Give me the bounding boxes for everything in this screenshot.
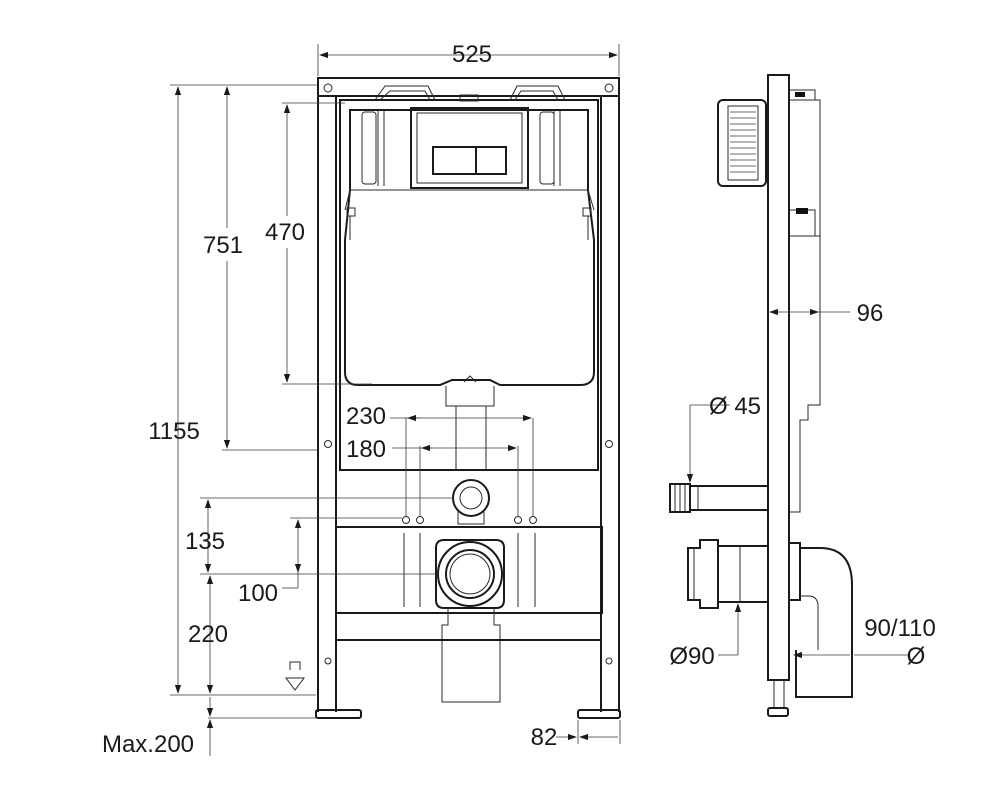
side-bend-inner	[800, 595, 819, 650]
side-inlet-connector	[669, 483, 691, 513]
cistern-outlet	[445, 386, 495, 407]
side-cistern	[789, 89, 821, 513]
mount-hole-icon	[324, 440, 332, 448]
cistern-line	[344, 189, 595, 211]
mount-hole-icon	[605, 440, 613, 448]
dim-flush-height-label: 751	[203, 232, 243, 259]
floor-level-icon	[289, 661, 301, 670]
left-foot	[315, 709, 362, 719]
side-frame-column	[767, 74, 790, 681]
side-foot	[767, 707, 789, 717]
side-flush-ribs	[730, 111, 756, 173]
dim-cistern-height: 470	[265, 219, 305, 246]
top-bracket	[509, 85, 566, 101]
flush-plate-frame	[410, 107, 529, 189]
dim-total-height: 1155	[148, 418, 200, 445]
dim-outlet-height: 220	[188, 621, 228, 648]
bolt-hole-icon	[529, 516, 537, 524]
dim-inlet-diameter: Ø 45	[709, 393, 761, 420]
cistern-body	[344, 109, 595, 386]
dim-inlet-height: 135	[185, 528, 225, 555]
top-bracket	[374, 85, 436, 101]
cistern-slot	[361, 111, 377, 185]
right-leg	[600, 640, 620, 712]
bolt-hole-icon	[514, 516, 522, 524]
side-bend-pipe	[795, 547, 853, 698]
cistern-hook	[346, 207, 356, 217]
drain-outlet-icon	[437, 541, 503, 607]
dim-outlet-offset: 100	[238, 580, 278, 607]
cistern-rib	[553, 110, 561, 186]
top-bracket	[379, 90, 431, 101]
side-bend-flange	[789, 542, 801, 601]
leg-hole-icon	[605, 657, 613, 665]
cistern-slot	[539, 111, 555, 185]
cistern-panel	[339, 99, 599, 471]
cistern-rib	[377, 110, 385, 186]
drain-outlet-icon	[449, 553, 491, 595]
side-flush-plate-inner	[727, 105, 759, 181]
cistern-line	[349, 216, 589, 240]
side-drain-pipe	[717, 545, 769, 603]
water-inlet-stem	[457, 511, 485, 525]
drain-pipe	[441, 608, 501, 703]
side-inlet-pipe	[689, 485, 769, 511]
side-flush-plate	[717, 99, 767, 187]
dim-frame-depth: 96	[857, 300, 884, 327]
side-cistern-clip	[795, 92, 805, 97]
side-view	[669, 74, 853, 717]
drain-housing	[435, 539, 505, 609]
dim-drain-diameter: Ø90	[669, 643, 714, 670]
front-view	[285, 77, 621, 719]
bolt-hole-icon	[402, 516, 410, 524]
dim-bend-size: 90/110	[864, 615, 936, 642]
side-dimensions: 96 Ø 45 Ø90 90/110 Ø	[669, 300, 936, 670]
flush-plate-inner	[416, 112, 523, 184]
mount-hole-icon	[604, 83, 614, 93]
side-drain-connector	[687, 539, 719, 609]
frame-top-rail	[317, 77, 620, 97]
leg-hole-icon	[324, 657, 332, 665]
lower-plate	[335, 526, 603, 614]
right-foot	[577, 709, 621, 719]
water-inlet-icon	[452, 479, 490, 517]
floor-level-icon	[285, 677, 305, 691]
drain-outlet-icon	[445, 549, 495, 599]
dim-foot-width: 82	[531, 724, 558, 751]
top-clip	[459, 94, 479, 102]
flush-button-icon	[432, 146, 507, 175]
left-leg	[317, 640, 337, 712]
dim-spacing-inner: 180	[346, 436, 386, 463]
outlet-arrow-icon	[463, 375, 477, 383]
front-dimensions: 525 1155 751 751 470 230 180 13	[102, 41, 621, 758]
frame-crossbar	[335, 613, 602, 641]
dim-max-adjust: Max.200	[102, 731, 194, 758]
bolt-hole-icon	[416, 516, 424, 524]
dim-spacing-outer: 230	[346, 403, 386, 430]
dim-width: 525	[452, 41, 492, 68]
dim-bend-diameter-symbol: Ø	[907, 643, 926, 670]
side-bracket-clip	[796, 208, 808, 214]
water-inlet-icon	[459, 486, 483, 510]
top-bracket	[514, 90, 559, 101]
cistern-hook	[582, 207, 592, 217]
mount-hole-icon	[323, 83, 333, 93]
